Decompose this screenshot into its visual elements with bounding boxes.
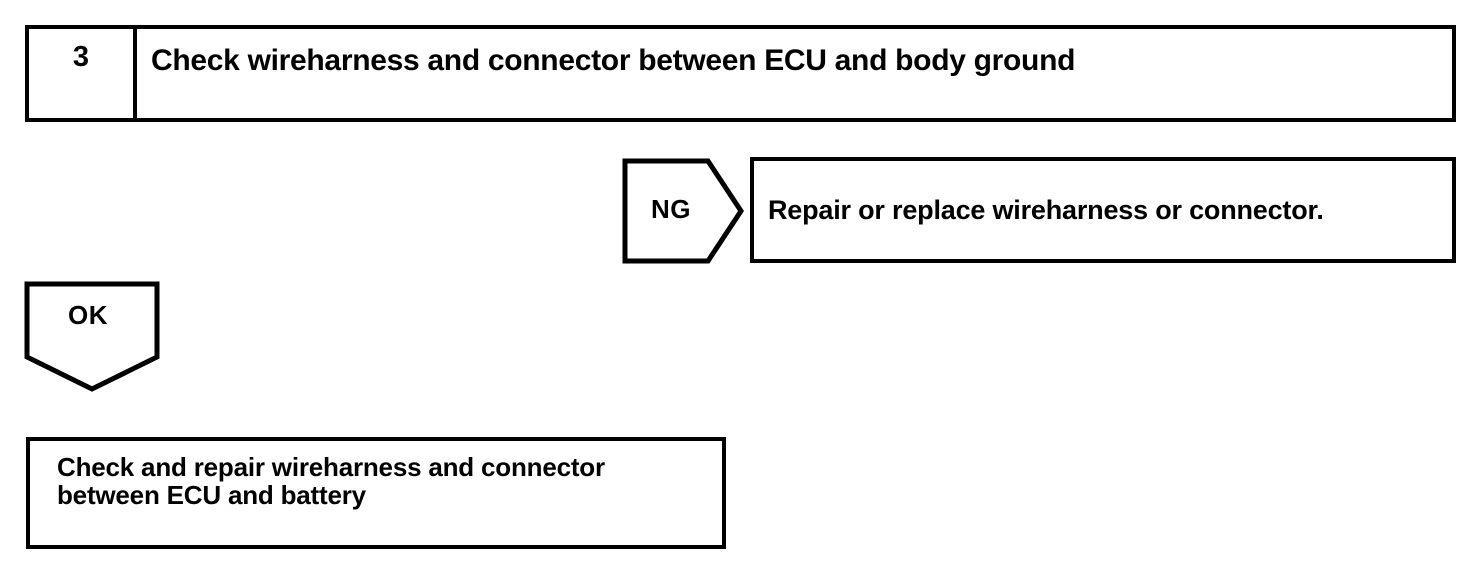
ng-branch-label: NG [651,194,691,224]
ng-result-box: Repair or replace wireharness or connect… [750,157,1456,263]
ng-branch-arrow: NG [622,158,744,264]
step-number: 3 [72,41,90,73]
ok-result-box: Check and repair wireharness and connect… [26,437,726,549]
step-row: 3 Check wireharness and connector betwee… [25,25,1456,122]
ok-result-line-2: between ECU and battery [57,480,366,511]
ok-result-line-1: Check and repair wireharness and connect… [57,452,605,482]
ok-branch-arrow: OK [24,281,160,392]
arrow-down-icon [24,281,160,392]
ng-result-text: Repair or replace wireharness or connect… [768,195,1324,225]
ok-branch-label: OK [68,300,108,330]
ok-result-text: Check and repair wireharness and connect… [57,453,605,509]
step-title-cell: Check wireharness and connector between … [137,29,1452,118]
arrow-right-icon [622,158,744,264]
step-number-cell: 3 [29,29,137,118]
step-title: Check wireharness and connector between … [151,44,1076,77]
